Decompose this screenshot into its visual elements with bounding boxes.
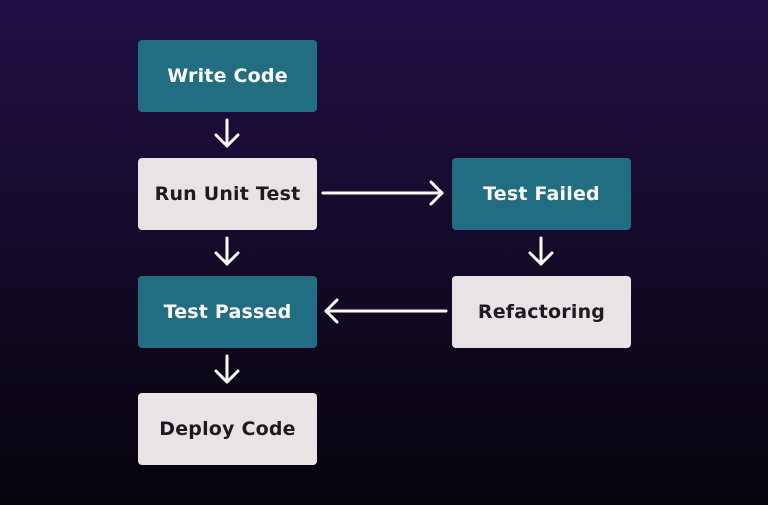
node-deploy-code: Deploy Code bbox=[138, 393, 317, 465]
node-label: Test Passed bbox=[163, 301, 292, 323]
node-label: Refactoring bbox=[477, 301, 606, 323]
node-test-passed: Test Passed bbox=[138, 276, 317, 348]
arrow-write-to-run bbox=[214, 118, 240, 148]
node-label: Test Failed bbox=[483, 183, 600, 205]
arrow-passed-to-deploy bbox=[214, 354, 240, 384]
node-run-unit-test: Run Unit Test bbox=[138, 158, 317, 230]
node-test-failed: Test Failed bbox=[452, 158, 631, 230]
node-label: Write Code bbox=[167, 65, 288, 87]
arrow-run-to-failed bbox=[321, 180, 444, 206]
node-refactoring: Refactoring bbox=[452, 276, 631, 348]
arrow-failed-to-refactoring bbox=[528, 236, 554, 266]
node-label: Deploy Code bbox=[159, 418, 296, 440]
arrow-run-to-passed bbox=[214, 236, 240, 266]
node-label: Run Unit Test bbox=[154, 183, 301, 205]
arrow-refactoring-to-passed bbox=[324, 298, 448, 324]
node-write-code: Write Code bbox=[138, 40, 317, 112]
